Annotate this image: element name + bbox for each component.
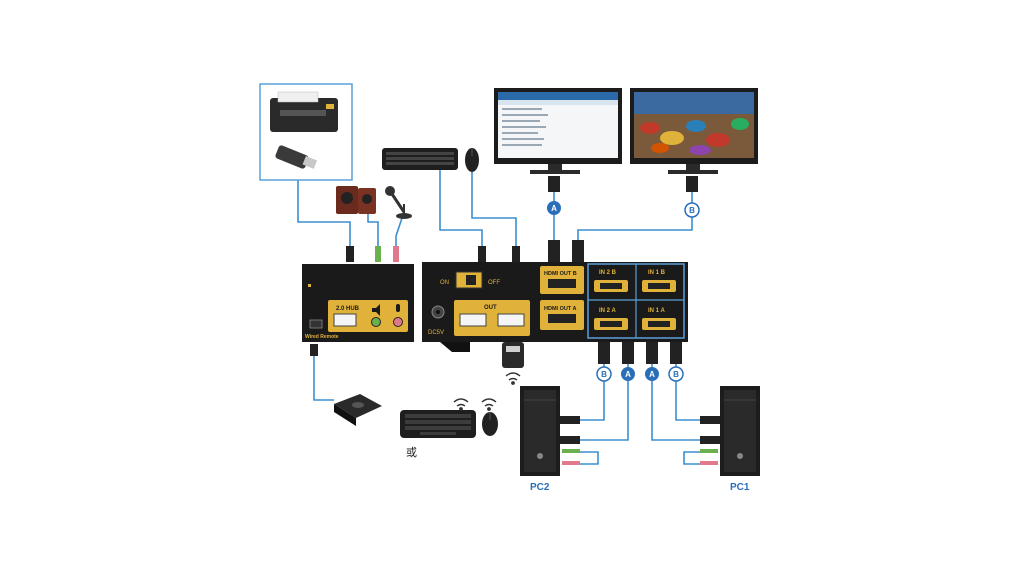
hdmi-out-b-label: HDMI OUT B bbox=[544, 271, 577, 277]
wireless-mouse-icon bbox=[482, 412, 498, 436]
pc1-label: PC1 bbox=[730, 482, 750, 493]
usb-out-label: OUT bbox=[484, 305, 497, 311]
wifi-icon-mouse bbox=[481, 398, 497, 411]
hdmi-out-b-port bbox=[548, 279, 576, 288]
cable-pc2-a bbox=[580, 364, 629, 441]
or-label: 或 bbox=[406, 446, 417, 459]
svg-text:A: A bbox=[551, 204, 557, 213]
wifi-icon bbox=[505, 372, 521, 385]
marker-b-monitor: B bbox=[684, 202, 700, 218]
bottom-plugs bbox=[310, 342, 682, 364]
audio-plug-mic bbox=[393, 246, 399, 262]
cable-speaker bbox=[367, 212, 379, 250]
marker-a-pc1: A bbox=[645, 367, 659, 381]
headphone-jack bbox=[371, 317, 381, 327]
keyboard-icon bbox=[382, 148, 458, 170]
cable-wired-remote bbox=[313, 352, 334, 401]
pc2-tower-icon bbox=[520, 386, 580, 476]
monitor-a-icon bbox=[494, 88, 622, 174]
hdmi-plug-in2a bbox=[622, 342, 634, 364]
hub-usb-port bbox=[333, 313, 357, 327]
marker-a-pc2: A bbox=[621, 367, 635, 381]
wired-remote-label: Wired Remote bbox=[305, 334, 339, 340]
cable-pc2-audio bbox=[580, 451, 599, 465]
pc1-tower-icon bbox=[700, 386, 760, 476]
svg-text:B: B bbox=[601, 370, 607, 379]
svg-text:B: B bbox=[689, 206, 695, 215]
hdmi-plug-in1b bbox=[670, 342, 682, 364]
wireless-keyboard-icon bbox=[400, 410, 476, 438]
cable-pc2-b bbox=[580, 364, 605, 421]
in2b-label: IN 2 B bbox=[599, 270, 617, 276]
wireless-dongle-icon bbox=[502, 342, 524, 368]
markers: A B B A A B bbox=[547, 201, 700, 382]
cable-keyboard bbox=[439, 168, 483, 250]
in2a-label: IN 2 A bbox=[599, 308, 616, 314]
in1a-label: IN 1 A bbox=[648, 308, 665, 314]
cable-mouse bbox=[471, 172, 517, 250]
mouse-icon bbox=[465, 148, 479, 172]
mic-jack bbox=[393, 317, 403, 327]
hdmi-plug-monitor-b bbox=[572, 240, 584, 262]
svg-text:A: A bbox=[625, 370, 631, 379]
printer-icon bbox=[270, 91, 338, 132]
usb-plug-wired-remote bbox=[310, 344, 318, 356]
microphone-icon bbox=[385, 186, 412, 219]
usb-plug-keyboard bbox=[478, 246, 486, 262]
hdmi-out-a-label: HDMI OUT A bbox=[544, 306, 577, 312]
switch-off-label: OFF bbox=[488, 280, 500, 286]
cable-monitor-b bbox=[577, 190, 693, 244]
hdmi-plug-in1a bbox=[646, 342, 658, 364]
usb-plug-peripheral bbox=[346, 246, 354, 262]
marker-b-pc1: B bbox=[668, 366, 684, 382]
wired-remote-icon bbox=[334, 394, 382, 426]
hdmi-plug-top-b bbox=[686, 176, 698, 192]
hub-box: 2.0 HUB Wired Remote bbox=[302, 264, 414, 342]
in1b-label: IN 1 B bbox=[648, 270, 666, 276]
marker-a-monitor: A bbox=[547, 201, 561, 215]
dc-label: DC5V bbox=[428, 330, 444, 336]
usb-plug-mouse bbox=[512, 246, 520, 262]
cable-mic bbox=[395, 217, 403, 250]
audio-plug-speaker bbox=[375, 246, 381, 262]
hdmi-plug-in2b bbox=[598, 342, 610, 364]
cable-pc1-b bbox=[675, 364, 700, 421]
hdmi-plug-monitor-a bbox=[548, 240, 560, 262]
wired-remote-port bbox=[309, 319, 323, 329]
top-plugs bbox=[346, 176, 698, 262]
cable-pc1-a bbox=[651, 364, 700, 441]
speaker-icon bbox=[372, 304, 380, 316]
svg-text:A: A bbox=[649, 370, 655, 379]
monitor-b-icon bbox=[630, 88, 758, 174]
marker-b-pc2: B bbox=[596, 366, 612, 382]
cable-pc1-audio bbox=[683, 451, 700, 465]
speakers-icon bbox=[336, 186, 376, 214]
usb-peripherals-box bbox=[259, 83, 353, 181]
mic-jack-icon bbox=[396, 304, 400, 312]
switch-on-label: ON bbox=[440, 280, 449, 286]
hub-label: 2.0 HUB bbox=[336, 306, 360, 312]
hdmi-plug-top-a bbox=[548, 176, 560, 192]
hdmi-out-a-port bbox=[548, 314, 576, 323]
svg-text:B: B bbox=[673, 370, 679, 379]
kvm-main-unit: ON OFF DC5V OUT HDMI OUT B HDMI OUT A IN… bbox=[422, 262, 688, 352]
usb-port-1 bbox=[459, 313, 487, 327]
wifi-icon-keyboard bbox=[453, 398, 469, 411]
pc2-label: PC2 bbox=[530, 482, 550, 493]
cable-usb-peripherals bbox=[297, 180, 351, 248]
usb-flash-drive-icon bbox=[275, 145, 318, 169]
usb-port-2 bbox=[497, 313, 525, 327]
